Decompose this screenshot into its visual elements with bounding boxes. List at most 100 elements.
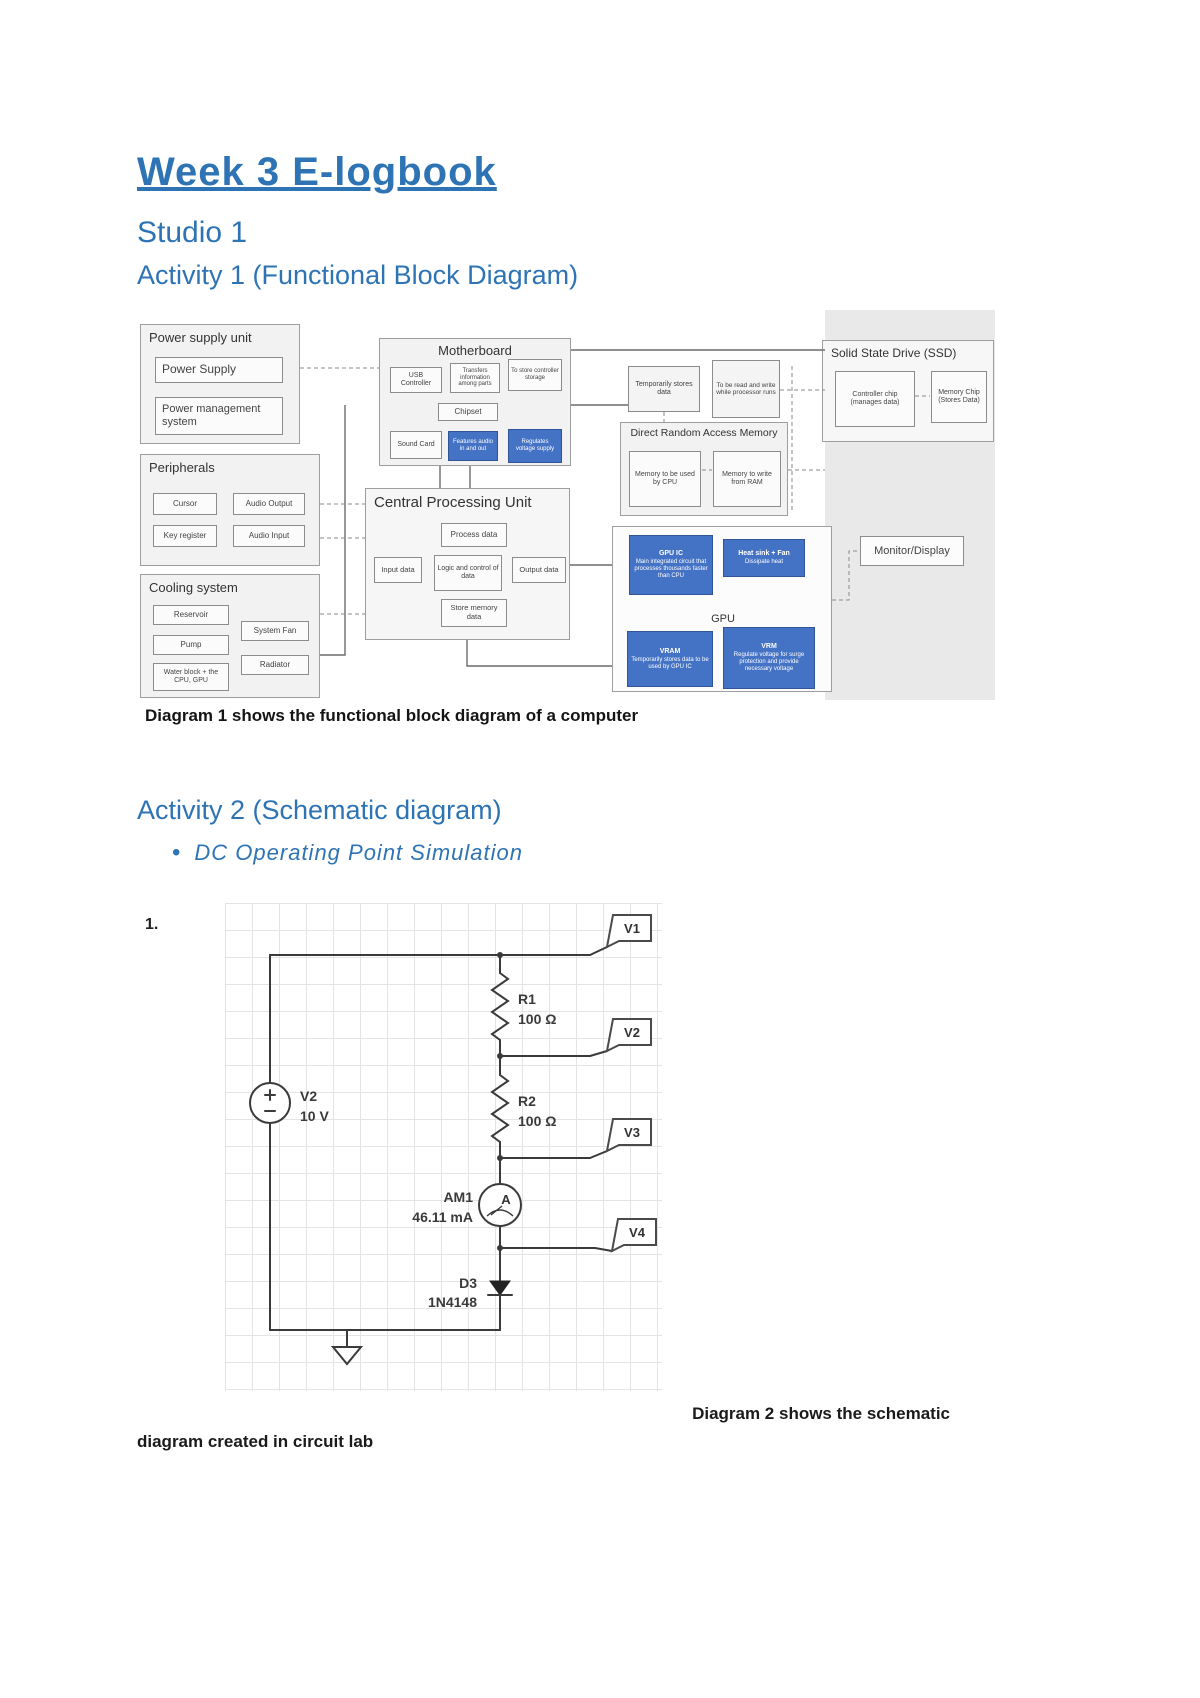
functional-block-diagram: Power supply unit Power Supply Power man… (137, 310, 997, 702)
probe-flag-v1: V1 (605, 914, 652, 949)
source-name: V2 (300, 1088, 317, 1104)
diode-d3: D3 1N4148 (428, 1275, 513, 1310)
mb-cell-transfer: Transfers information among parts (450, 363, 500, 393)
bullet-icon: • (172, 839, 181, 866)
psu-title: Power supply unit (149, 330, 252, 345)
gpu-section: GPU IC Main integrated circuit that proc… (612, 526, 832, 692)
probe-flag-v4: V4 (610, 1218, 657, 1253)
r1-value: 100 Ω (518, 1011, 556, 1027)
probe-v3-label: V3 (624, 1125, 640, 1140)
gpu-vram-desc: Temporarily stores data to be used by GP… (631, 656, 709, 670)
circuit-wires (269, 946, 613, 1331)
ammeter-symbol: A (501, 1192, 511, 1207)
junction-nodes (497, 952, 503, 1251)
list-number: 1. (145, 916, 159, 933)
psu-section: Power supply unit Power Supply Power man… (140, 324, 300, 444)
bullet-text: DC Operating Point Simulation (194, 840, 523, 865)
cooling-title: Cooling system (149, 580, 238, 595)
gpu-heatsink-desc: Dissipate heat (744, 559, 784, 566)
ssd-controller-chip: Controller chip (manages data) (835, 371, 915, 427)
diagram2-caption-left: diagram created in circuit lab (137, 1432, 374, 1451)
activity2-heading: Activity 2 (Schematic diagram) (137, 795, 502, 825)
peripherals-section: Peripherals Cursor Audio Output Key regi… (140, 454, 320, 566)
probe-flag-v2: V2 (605, 1018, 652, 1053)
dram-title: Direct Random Access Memory (630, 427, 778, 439)
resistor-r1: R1 100 Ω (490, 972, 556, 1044)
voltage-source-v2: V2 10 V (249, 1082, 329, 1124)
mb-usb-controller: USB Controller (390, 367, 442, 393)
cpu-input-data: Input data (374, 557, 422, 583)
cpu-process-data: Process data (441, 523, 507, 547)
gpu-ic-box: GPU IC Main integrated circuit that proc… (629, 535, 713, 595)
gpu-vrm-name: VRM (761, 643, 777, 651)
bullet-row: • DC Operating Point Simulation (172, 840, 523, 866)
source-value: 10 V (300, 1108, 329, 1124)
schematic-svg: R1 100 Ω R2 100 Ω V2 10 V A AM1 46.11 mA (249, 914, 657, 1366)
gpu-heatsink-name: Heat sink + Fan (738, 550, 790, 558)
page-title: Week 3 E-logbook (137, 150, 497, 194)
probe-flag-v3: V3 (605, 1118, 652, 1153)
gpu-ic-name: GPU IC (658, 550, 684, 558)
dram-section: Direct Random Access Memory Memory to be… (620, 422, 788, 516)
diagram2-caption-right: Diagram 2 shows the schematic (692, 1404, 950, 1423)
monitor-display-box: Monitor/Display (860, 536, 964, 566)
motherboard-section: Motherboard USB Controller Transfers inf… (379, 338, 571, 466)
ammeter-value: 46.11 mA (412, 1209, 473, 1225)
dram-temp-stores: Temporarily stores data (628, 366, 700, 412)
cooling-system-fan: System Fan (241, 621, 309, 641)
r2-name: R2 (518, 1093, 536, 1109)
ssd-memory-chip: Memory Chip (Stores Data) (931, 371, 987, 423)
schematic-diagram: R1 100 Ω R2 100 Ω V2 10 V A AM1 46.11 mA (225, 903, 662, 1391)
gpu-heatsink-box: Heat sink + Fan Dissipate heat (723, 539, 805, 577)
diode-name: D3 (459, 1275, 477, 1291)
r1-name: R1 (518, 991, 536, 1007)
diode-value: 1N4148 (428, 1294, 477, 1310)
peripherals-title: Peripherals (149, 460, 215, 475)
ammeter-name: AM1 (443, 1189, 473, 1205)
mb-cell-voltage: Regulates voltage supply (508, 429, 562, 463)
mb-cell-audio: Features audio in and out (448, 431, 498, 461)
diagram1-caption: Diagram 1 shows the functional block dia… (145, 706, 639, 725)
needle-icon (490, 1205, 503, 1216)
power-management-box: Power management system (155, 397, 283, 435)
gpu-vram-box: VRAM Temporarily stores data to be used … (627, 631, 713, 687)
cooling-pump: Pump (153, 635, 229, 655)
dram-memory-write: Memory to write from RAM (713, 451, 781, 507)
ground-symbol (330, 1329, 364, 1366)
gpu-vram-name: VRAM (659, 647, 681, 655)
r2-value: 100 Ω (518, 1113, 556, 1129)
cpu-store-memory: Store memory data (441, 599, 507, 627)
mb-cell-storage: To store controller storage (508, 359, 562, 391)
probe-v2-label: V2 (624, 1025, 640, 1040)
cpu-output-data: Output data (512, 557, 566, 583)
activity1-heading: Activity 1 (Functional Block Diagram) (137, 260, 579, 290)
cpu-title: Central Processing Unit (374, 494, 532, 511)
ammeter-am1: A AM1 46.11 mA (412, 1183, 522, 1227)
peripheral-audio-input: Audio Input (233, 525, 305, 547)
cpu-logic-control: Logic and control of data (434, 555, 502, 591)
peripheral-audio-output: Audio Output (233, 493, 305, 515)
power-supply-box: Power Supply (155, 357, 283, 383)
dram-read-write: To be read and write while processor run… (712, 360, 780, 418)
mb-sound-card: Sound Card (390, 431, 442, 459)
cooling-water-block: Water block + the CPU, GPU (153, 663, 229, 691)
ssd-title: Solid State Drive (SSD) (831, 346, 957, 360)
cooling-reservoir: Reservoir (153, 605, 229, 625)
cooling-radiator: Radiator (241, 655, 309, 675)
mb-chipset: Chipset (438, 403, 498, 421)
dram-memory-cpu: Memory to be used by CPU (629, 451, 701, 507)
ssd-section: Solid State Drive (SSD) Controller chip … (822, 340, 994, 442)
motherboard-title: Motherboard (438, 343, 512, 358)
gpu-vrm-box: VRM Regulate voltage for surge protectio… (723, 627, 815, 689)
probe-v1-label: V1 (624, 921, 640, 936)
plus-icon (264, 1089, 276, 1101)
subtitle: Studio 1 (137, 216, 248, 249)
gpu-vrm-desc: Regulate voltage for surge protection an… (733, 652, 805, 672)
gpu-label: GPU (711, 613, 735, 625)
resistor-r2: R2 100 Ω (490, 1074, 556, 1146)
peripheral-key-register: Key register (153, 525, 217, 547)
peripheral-cursor: Cursor (153, 493, 217, 515)
probe-v4-label: V4 (629, 1225, 646, 1240)
cpu-section: Central Processing Unit Process data Inp… (365, 488, 570, 640)
